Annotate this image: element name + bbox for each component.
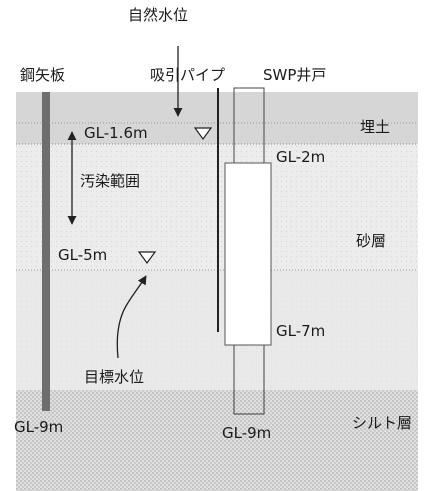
target-water-level-label: 目標水位	[84, 368, 145, 386]
arrow-icon	[116, 275, 147, 359]
gl-7-label: GL-7m	[276, 322, 326, 340]
gl-5-label: GL-5m	[58, 246, 108, 264]
gl-1-6-label: GL-1.6m	[84, 124, 148, 142]
swp-well-label: SWP井戸	[263, 66, 327, 84]
triangle-down-icon	[137, 251, 157, 265]
triangle-down-icon	[193, 127, 213, 141]
swp-well-screen	[224, 162, 272, 346]
suction-pipe-label: 吸引パイプ	[150, 66, 226, 84]
natural-water-level-label: 自然水位	[128, 6, 189, 24]
sand-layer-label: 砂層	[356, 232, 387, 250]
gl-2-label: GL-2m	[276, 148, 326, 166]
fill-layer-label: 埋土	[360, 118, 391, 136]
silt-layer-label: シルト層	[352, 414, 413, 432]
sheet-pile	[42, 92, 50, 411]
silt-layer	[16, 390, 418, 491]
sheet-pile-label: 鋼矢板	[20, 66, 66, 84]
gl-9-pile-label: GL-9m	[14, 418, 64, 436]
gl-9-well-label: GL-9m	[222, 424, 272, 442]
contamination-range-label: 汚染範囲	[80, 172, 141, 190]
